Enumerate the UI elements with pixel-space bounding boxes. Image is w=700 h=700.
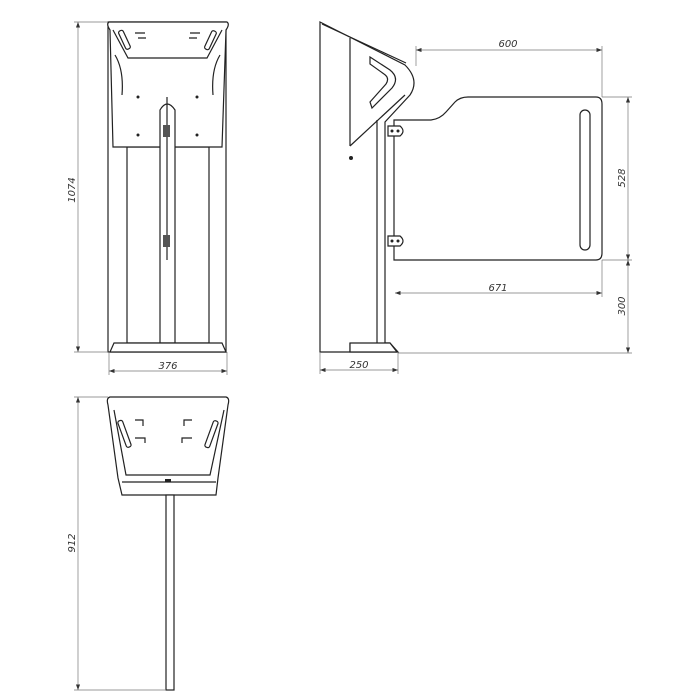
side-swing-arm xyxy=(393,96,603,261)
top-arm xyxy=(165,494,175,691)
front-top-panel xyxy=(107,21,229,148)
side-view: 600 528 300 671 250 xyxy=(319,21,632,374)
dim-arm-height: 528 xyxy=(617,168,628,187)
dim-side-depth: 250 xyxy=(349,360,368,371)
dim-arm-length-bottom: 671 xyxy=(488,283,507,294)
front-view: 1074 376 xyxy=(67,21,229,375)
top-plate xyxy=(106,396,230,496)
dim-front-height: 1074 xyxy=(67,177,78,202)
dim-top-length: 912 xyxy=(67,533,78,552)
dim-arm-clearance: 300 xyxy=(617,296,628,315)
dim-arm-length-top: 600 xyxy=(498,39,517,50)
dim-front-width: 376 xyxy=(158,361,177,372)
top-view: 912 xyxy=(67,396,230,691)
front-base xyxy=(109,342,227,353)
